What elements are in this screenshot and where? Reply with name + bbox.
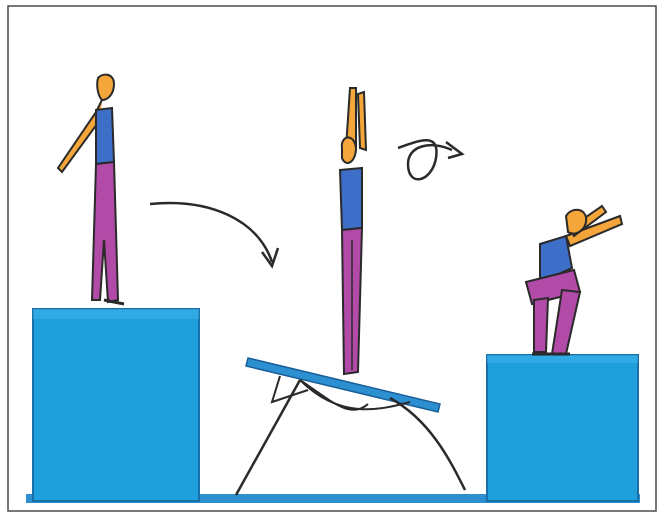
springboard: [236, 358, 465, 495]
left-box: [33, 309, 199, 501]
rotation-arrow-icon: [398, 140, 462, 179]
curved-arrow-icon: [150, 203, 278, 266]
gymnast-landing: [526, 206, 622, 354]
right-box: [487, 355, 638, 501]
gymnast-jumping: [340, 88, 366, 374]
gymnast-standing: [58, 75, 124, 304]
